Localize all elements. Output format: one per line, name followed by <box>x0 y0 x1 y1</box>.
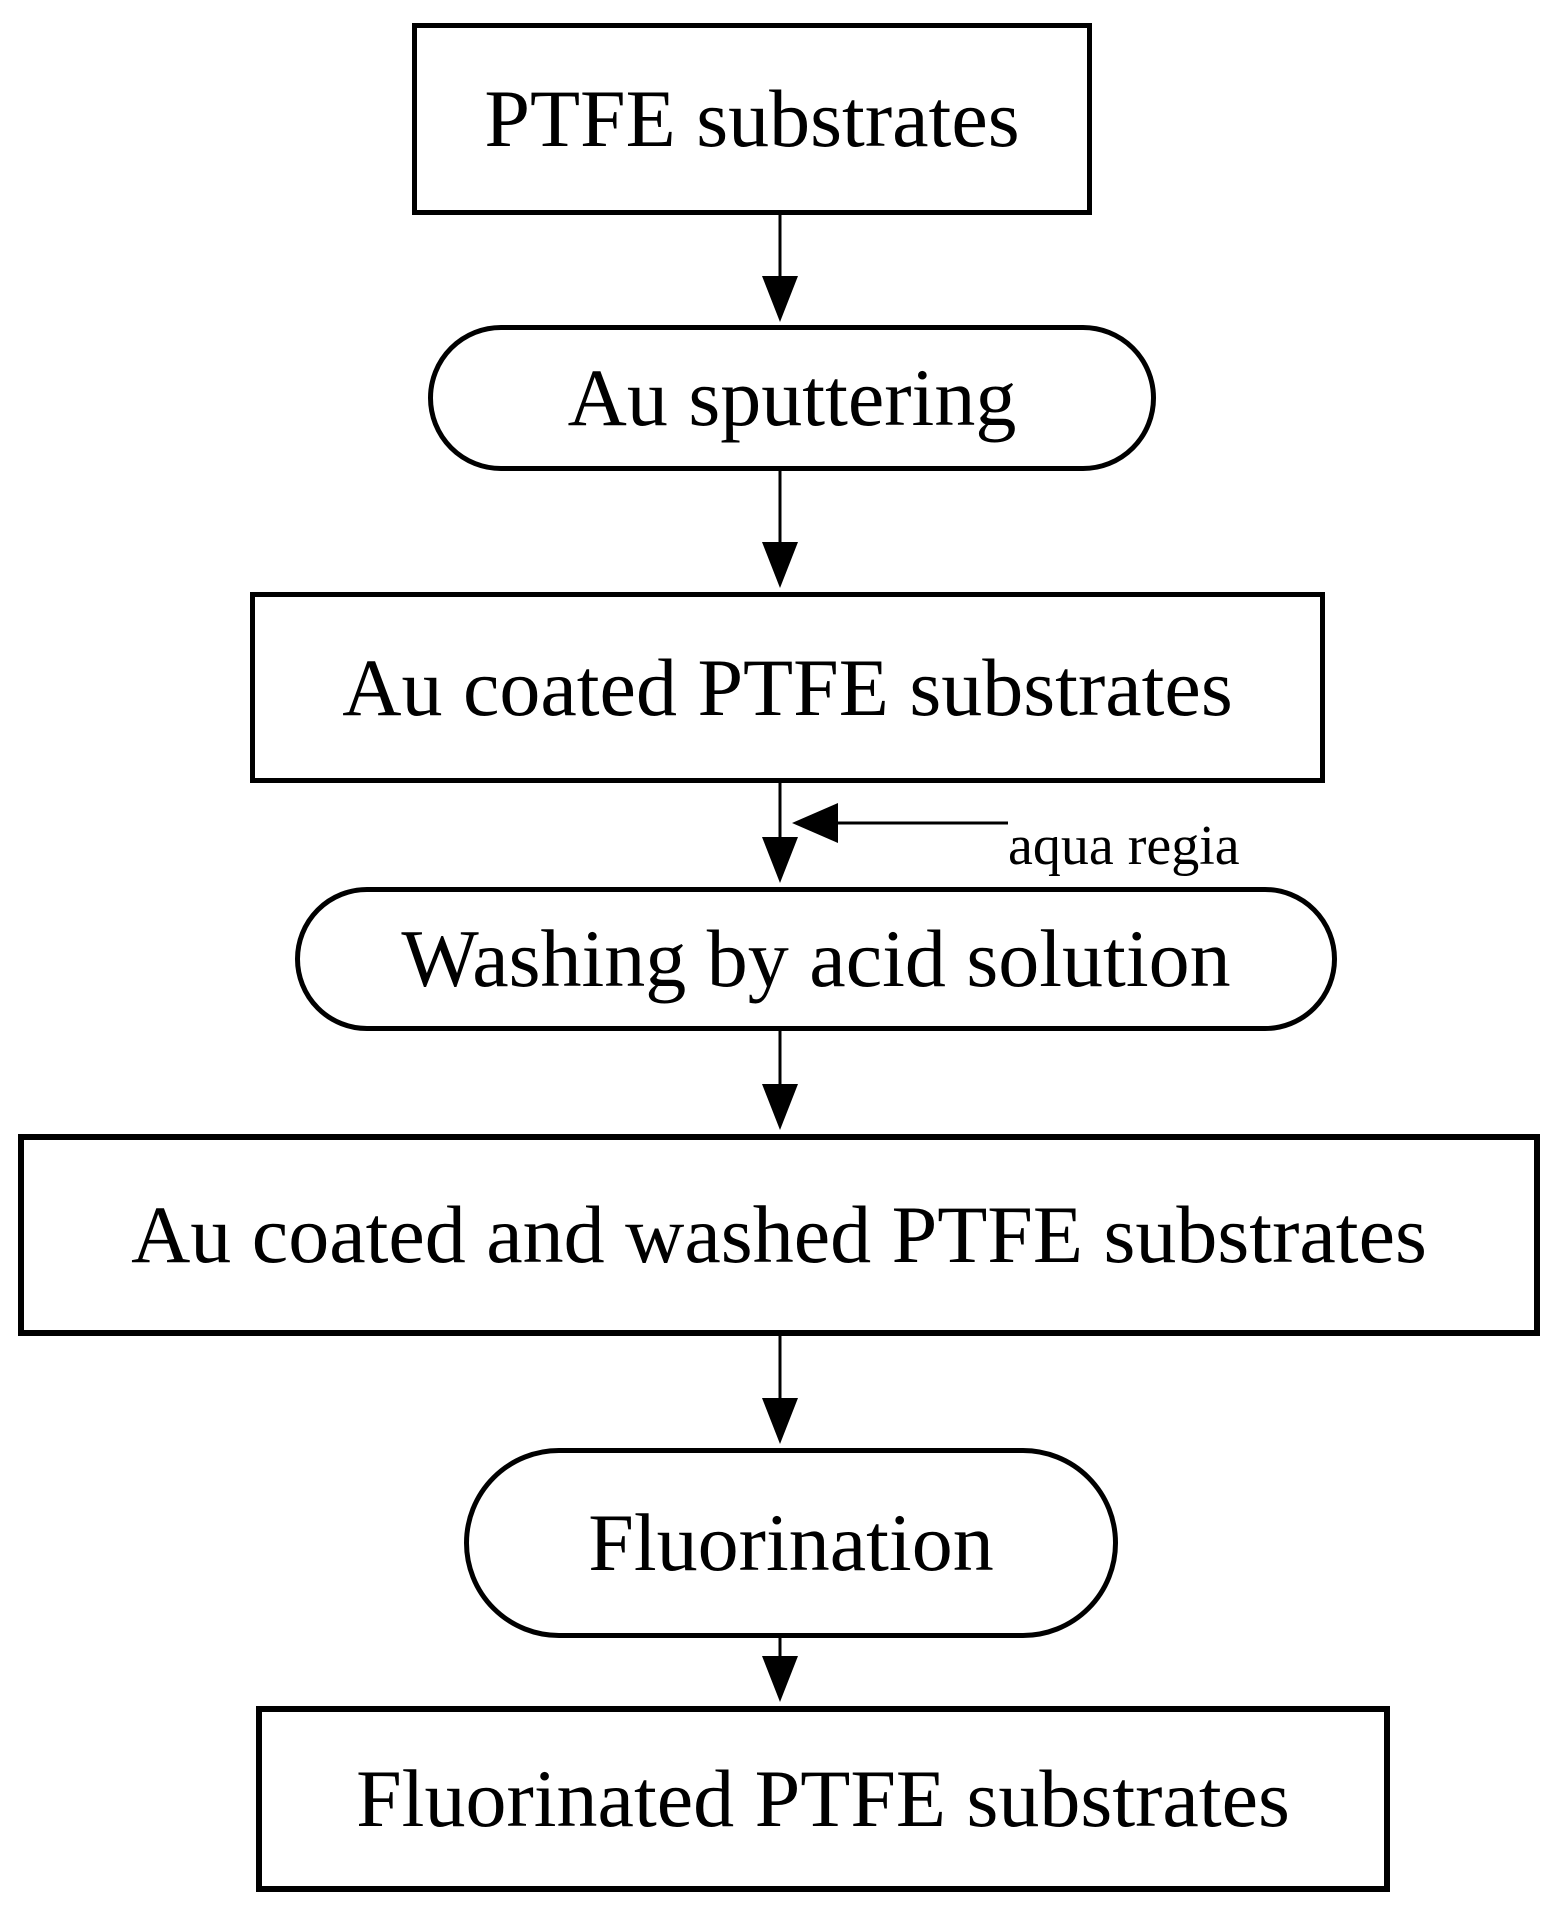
arrowhead-down-icon <box>762 1656 798 1702</box>
node-au-coated-ptfe-substrates: Au coated PTFE substrates <box>250 592 1325 783</box>
aqua-regia-input-arrow <box>792 803 1008 843</box>
flow-arrow-5 <box>762 1334 798 1444</box>
node-fluorination: Fluorination <box>464 1448 1118 1638</box>
arrowhead-down-icon <box>762 276 798 322</box>
arrowhead-down-icon <box>762 1084 798 1130</box>
arrowhead-down-icon <box>762 542 798 588</box>
flow-arrow-3 <box>762 781 798 883</box>
arrowhead-down-icon <box>762 1398 798 1444</box>
node-label: Washing by acid solution <box>401 913 1231 1004</box>
node-label: Au sputtering <box>567 352 1017 443</box>
arrowhead-down-icon <box>762 837 798 883</box>
flow-arrow-2 <box>762 469 798 588</box>
node-ptfe-substrates: PTFE substrates <box>412 23 1092 215</box>
flow-arrow-4 <box>762 1029 798 1130</box>
node-au-sputtering: Au sputtering <box>428 325 1156 471</box>
flow-arrow-6 <box>762 1636 798 1702</box>
node-au-coated-washed-ptfe-substrates: Au coated and washed PTFE substrates <box>18 1134 1540 1336</box>
node-label: Fluorinated PTFE substrates <box>356 1753 1290 1844</box>
node-label: Au coated and washed PTFE substrates <box>131 1189 1427 1280</box>
node-label: Fluorination <box>588 1497 994 1588</box>
node-washing-by-acid-solution: Washing by acid solution <box>295 887 1337 1031</box>
aqua-regia-label: aqua regia <box>1008 815 1240 877</box>
node-fluorinated-ptfe-substrates: Fluorinated PTFE substrates <box>256 1706 1390 1892</box>
arrowhead-left-icon <box>792 803 838 843</box>
node-label: Au coated PTFE substrates <box>342 641 1233 733</box>
node-label: PTFE substrates <box>484 73 1020 164</box>
flow-arrow-1 <box>762 213 798 322</box>
